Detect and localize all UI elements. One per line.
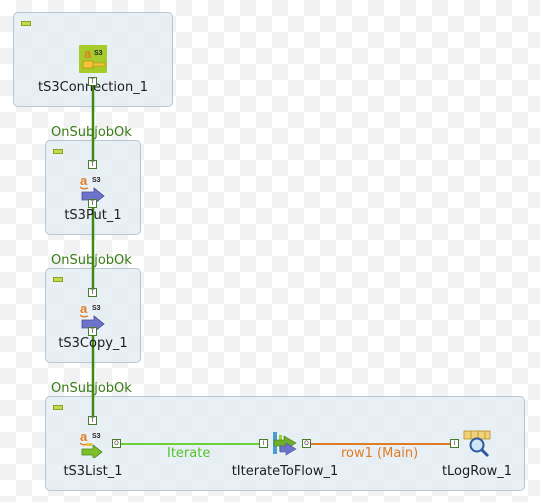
trigger-label-onsubjobok[interactable]: OnSubjobOk bbox=[51, 253, 132, 268]
svg-text:S3: S3 bbox=[92, 433, 101, 440]
trigger-label-onsubjobok[interactable]: OnSubjobOk bbox=[51, 381, 132, 396]
trigger-label-onsubjobok[interactable]: OnSubjobOk bbox=[51, 125, 132, 140]
svg-text:a: a bbox=[80, 301, 88, 316]
component-label: tS3List_1 bbox=[63, 464, 123, 479]
trigger-port[interactable]: T bbox=[88, 77, 97, 86]
main-input-port[interactable]: I bbox=[450, 439, 459, 448]
main-output-port[interactable]: O bbox=[302, 439, 311, 448]
iterate-input-port[interactable]: I bbox=[259, 439, 268, 448]
component-label: tS3Put_1 bbox=[64, 208, 122, 223]
component-label: tS3Copy_1 bbox=[58, 336, 128, 351]
trigger-port[interactable]: T bbox=[88, 327, 97, 336]
component-label: tS3Connection_1 bbox=[38, 80, 148, 95]
component-s3copy[interactable]: a S3 tS3Copy_1 bbox=[33, 300, 153, 351]
svg-text:S3: S3 bbox=[94, 50, 103, 57]
trigger-port[interactable]: T bbox=[88, 199, 97, 208]
component-logrow[interactable]: tLogRow_1 bbox=[417, 428, 537, 479]
component-label: tIterateToFlow_1 bbox=[231, 464, 339, 479]
collapse-subjob-button[interactable] bbox=[53, 277, 63, 282]
trigger-port[interactable]: T bbox=[88, 288, 97, 297]
s3-connection-icon: a S3 bbox=[78, 44, 108, 74]
iterate-output-port[interactable]: O bbox=[112, 439, 121, 448]
component-iterate-to-flow[interactable]: tIterateToFlow_1 bbox=[225, 428, 345, 479]
component-label: tLogRow_1 bbox=[441, 464, 513, 479]
collapse-subjob-button[interactable] bbox=[53, 149, 63, 154]
svg-text:a: a bbox=[80, 429, 88, 444]
main-row-link-label[interactable]: row1 (Main) bbox=[341, 446, 419, 461]
svg-text:S3: S3 bbox=[92, 305, 101, 312]
svg-text:S3: S3 bbox=[92, 177, 101, 184]
s3-copy-icon: a S3 bbox=[78, 300, 108, 333]
iterate-to-flow-icon bbox=[270, 428, 300, 458]
svg-text:a: a bbox=[80, 173, 88, 188]
trigger-port[interactable]: T bbox=[88, 416, 97, 425]
collapse-subjob-button[interactable] bbox=[53, 405, 63, 410]
s3-put-icon: a S3 bbox=[78, 172, 108, 205]
component-s3connection[interactable]: a S3 tS3Connection_1 bbox=[33, 44, 153, 95]
component-s3list[interactable]: a S3 tS3List_1 bbox=[33, 428, 153, 479]
iterate-link-label[interactable]: Iterate bbox=[167, 446, 211, 461]
collapse-subjob-button[interactable] bbox=[21, 21, 31, 26]
component-s3put[interactable]: a S3 tS3Put_1 bbox=[33, 172, 153, 223]
trigger-port[interactable]: T bbox=[88, 160, 97, 169]
s3-list-icon: a S3 bbox=[78, 428, 108, 460]
svg-text:a: a bbox=[84, 46, 92, 61]
log-row-icon bbox=[462, 428, 492, 458]
